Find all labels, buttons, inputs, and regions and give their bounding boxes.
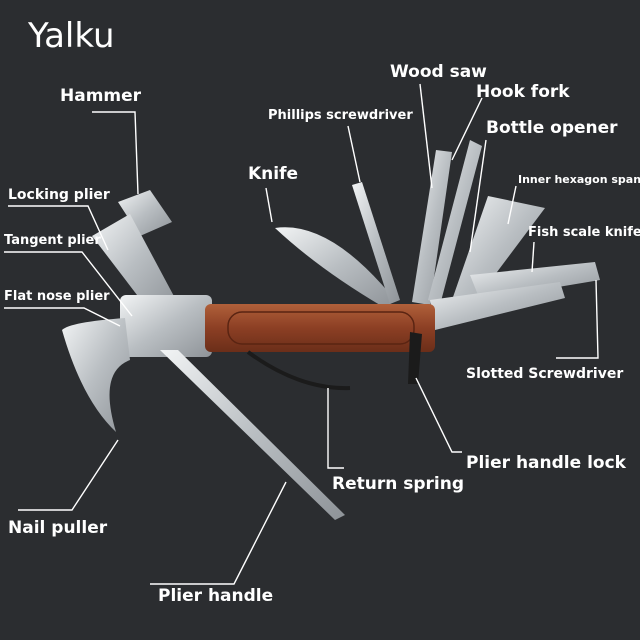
leader-locking-plier xyxy=(8,205,109,251)
leader-hammer xyxy=(92,111,139,195)
plier-handle-lock-latch xyxy=(408,332,422,384)
label-slotted-screwdriver: Slotted Screwdriver xyxy=(466,366,624,382)
label-inner-hexagon-spanner: Inner hexagon spanner xyxy=(518,173,640,186)
plier-handle-arm xyxy=(160,350,345,520)
leader-nail-puller xyxy=(18,439,119,511)
hammer-head xyxy=(118,190,172,236)
label-plier-handle: Plier handle xyxy=(158,586,274,606)
label-phillips-screwdriver: Phillips screwdriver xyxy=(268,108,413,123)
label-return-spring: Return spring xyxy=(332,474,465,494)
nail-puller-claw xyxy=(62,318,130,432)
label-knife: Knife xyxy=(248,164,299,184)
phillips-screwdriver-blade xyxy=(352,182,400,304)
leader-fish-scale xyxy=(531,241,535,273)
leader-tangent-plier xyxy=(4,251,133,317)
leader-bottle-opener xyxy=(469,139,487,253)
leader-hex-spanner xyxy=(507,185,517,225)
leader-phillips xyxy=(347,125,361,183)
label-nail-puller: Nail puller xyxy=(8,518,108,538)
leader-hook-fork xyxy=(451,97,483,161)
label-hook-fork: Hook fork xyxy=(476,82,570,102)
wood-saw-blade xyxy=(412,150,452,305)
leader-lines xyxy=(4,83,599,585)
label-plier-handle-lock: Plier handle lock xyxy=(466,453,626,473)
label-bottle-opener: Bottle opener xyxy=(486,118,618,138)
leader-plier-handle xyxy=(150,481,287,585)
leader-wood-saw xyxy=(419,83,433,189)
return-spring-wire xyxy=(246,350,351,391)
brand-title: Yalku xyxy=(28,16,115,56)
hook-fork-blade xyxy=(428,140,482,305)
pivot-block xyxy=(120,295,212,357)
label-tangent-plier: Tangent plier xyxy=(4,233,101,248)
slotted-screwdriver-blade xyxy=(430,282,565,330)
leader-return-spring xyxy=(327,388,344,469)
label-hammer: Hammer xyxy=(60,86,142,106)
leader-plier-lock xyxy=(415,377,462,453)
wood-inlay xyxy=(227,311,415,345)
label-flat-nose-plier: Flat nose plier xyxy=(4,289,110,304)
label-locking-plier: Locking plier xyxy=(8,187,110,203)
leader-slotted xyxy=(556,279,599,359)
wood-handle xyxy=(205,304,435,352)
leader-flat-nose-plier xyxy=(4,307,121,327)
knife-blade xyxy=(275,227,395,308)
label-fish-scale-knife: Fish scale knife xyxy=(528,225,640,240)
locking-plier-jaw xyxy=(92,214,176,312)
leader-knife xyxy=(265,187,273,223)
label-wood-saw: Wood saw xyxy=(390,62,487,82)
